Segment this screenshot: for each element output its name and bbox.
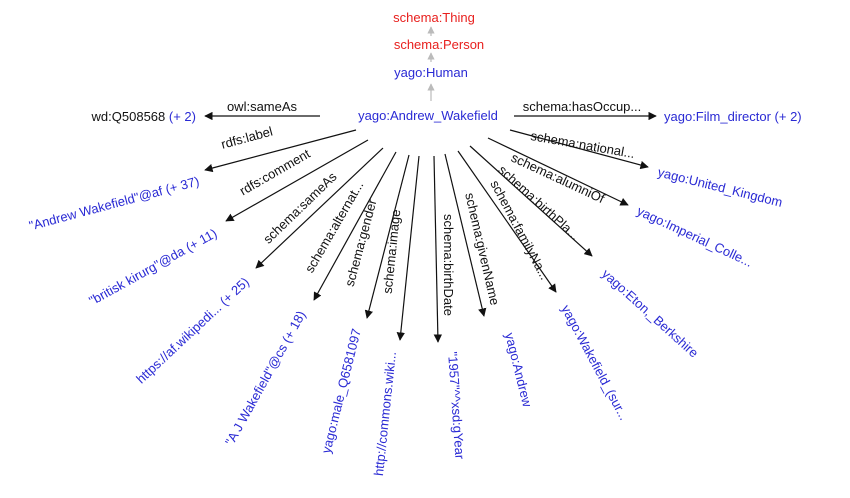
predicate-label: schema:image [380, 209, 404, 295]
object-node[interactable]: yago:Wakefield_(sur... [558, 302, 631, 422]
object-node[interactable]: "1957"^^xsd:gYear [445, 351, 468, 460]
object-node[interactable]: yago:Andrew [502, 331, 535, 409]
class-node-person[interactable]: schema:Person [394, 37, 484, 52]
object-node[interactable]: yago:Eton,_Berkshire [599, 266, 701, 360]
more-count-link[interactable]: (+ 18) [277, 308, 309, 348]
predicate-label: schema:hasOccup... [523, 99, 642, 114]
more-count-link[interactable]: (+ 11) [180, 226, 220, 257]
object-label[interactable]: "1957"^^xsd:gYear [445, 351, 468, 460]
edge-line [255, 147, 384, 269]
object-node[interactable]: yago:Imperial_Colle... [635, 203, 755, 270]
edge-line [313, 151, 397, 301]
object-label[interactable]: yago:male_Q6581097 [318, 327, 364, 455]
class-node-human[interactable]: yago:Human [394, 65, 468, 80]
edge-line [444, 153, 487, 317]
edge-line [225, 139, 369, 222]
object-node[interactable]: yago:Film_director (+ 2) [664, 109, 802, 124]
predicate-label: rdfs:label [219, 124, 274, 152]
object-node[interactable]: wd:Q508568 (+ 2) [91, 109, 196, 124]
more-count-link[interactable]: (+ 25) [214, 274, 252, 311]
edge-line [204, 129, 357, 173]
object-label[interactable]: https://af.wikipedi... [133, 300, 224, 386]
object-label[interactable]: yago:Andrew [502, 331, 535, 409]
object-node[interactable]: yago:male_Q6581097 [318, 327, 364, 455]
object-label[interactable]: "A J Wakefield"@cs [222, 341, 290, 448]
more-count-link[interactable]: (+ 37) [160, 173, 201, 197]
predicate-label: owl:sameAs [227, 99, 298, 114]
edge-line [457, 150, 557, 293]
object-node[interactable]: "Andrew Wakefield"@af (+ 37) [27, 173, 200, 233]
object-node[interactable]: https://af.wikipedi... (+ 25) [133, 274, 252, 386]
more-count-link[interactable]: (+ 2) [771, 109, 802, 124]
more-count-link[interactable]: (+ 2) [165, 109, 196, 124]
object-label[interactable]: "britisk kirurg"@da [86, 243, 187, 308]
object-node[interactable]: yago:United_Kingdom [656, 164, 784, 210]
predicate-label: rdfs:comment [237, 146, 313, 199]
object-label[interactable]: wd:Q508568 [91, 109, 166, 124]
object-label[interactable]: yago:United_Kingdom [656, 164, 784, 210]
edge-line [433, 155, 443, 343]
predicate-label: schema:birthDate [441, 214, 456, 316]
edge-line [487, 137, 629, 206]
object-node[interactable]: http://commons.wiki... [371, 351, 399, 477]
edge-line [396, 155, 420, 341]
object-label[interactable]: "Andrew Wakefield"@af [27, 183, 164, 233]
object-label[interactable]: yago:Film_director [664, 109, 772, 124]
class-node-thing[interactable]: schema:Thing [393, 10, 475, 25]
object-label[interactable]: http://commons.wiki... [371, 351, 399, 477]
edge-line [364, 154, 410, 319]
edges-layer: owl:sameAs wd:Q508568 (+ 2) schema:hasOccu… [27, 99, 801, 477]
center-node[interactable]: yago:Andrew_Wakefield [358, 108, 498, 123]
object-label[interactable]: yago:Imperial_Colle... [635, 203, 755, 270]
object-label[interactable]: yago:Wakefield_(sur... [558, 302, 631, 422]
object-node[interactable]: "britisk kirurg"@da (+ 11) [86, 226, 219, 309]
object-label[interactable]: yago:Eton,_Berkshire [599, 266, 701, 360]
edge-line [509, 129, 649, 170]
predicate-label: schema:national... [530, 128, 637, 161]
object-node[interactable]: "A J Wakefield"@cs (+ 18) [222, 308, 309, 448]
edge-line [469, 145, 593, 257]
